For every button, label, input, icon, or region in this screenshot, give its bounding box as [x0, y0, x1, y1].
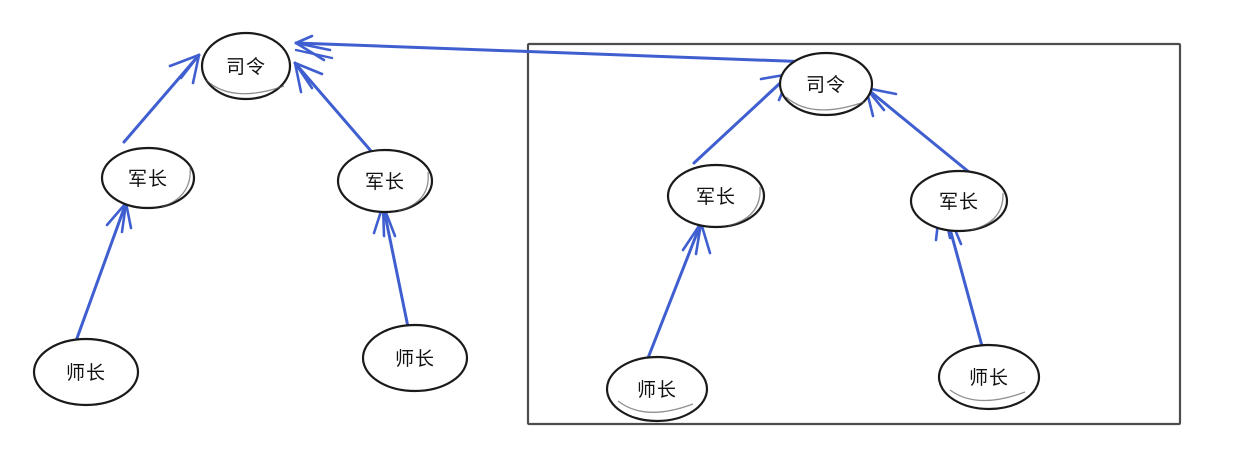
node-right-army-commander-2[interactable]: 军长 — [909, 169, 1009, 233]
node-right-commander-label: 司令 — [806, 74, 846, 96]
node-right-army-commander-1-label: 军长 — [696, 186, 736, 208]
node-left-commander[interactable]: 司令 — [200, 31, 292, 101]
node-right-division-commander-1[interactable]: 师长 — [605, 355, 709, 423]
node-right-army-commander-2-label: 军长 — [939, 191, 979, 213]
right-hierarchy-nodes: 司令 军长 军长 师长 师长 — [605, 51, 1041, 423]
node-left-division-commander-1-label: 师长 — [66, 362, 106, 384]
edge-cross-right-root-to-left-root — [294, 34, 814, 64]
node-left-division-commander-2[interactable]: 师长 — [361, 323, 469, 393]
node-left-army-commander-1[interactable]: 军长 — [100, 146, 196, 210]
node-right-division-commander-1-label: 师长 — [637, 379, 677, 401]
edge-left-div2-to-army2 — [372, 203, 410, 329]
node-right-division-commander-2[interactable]: 师长 — [937, 343, 1041, 411]
group-box-right-hierarchy — [526, 42, 1182, 426]
node-left-division-commander-1[interactable]: 师长 — [32, 337, 140, 407]
left-hierarchy-nodes: 司令 军长 军长 师长 师长 — [32, 31, 469, 407]
node-left-division-commander-2-label: 师长 — [395, 348, 435, 370]
edge-left-army2-to-root — [293, 61, 373, 153]
node-right-division-commander-2-label: 师长 — [969, 367, 1009, 389]
left-tree-edges — [70, 48, 410, 354]
node-right-army-commander-1[interactable]: 军长 — [666, 163, 766, 229]
edge-left-army1-to-root — [122, 53, 201, 144]
node-left-commander-label: 司令 — [226, 56, 266, 78]
node-left-army-commander-2[interactable]: 军长 — [336, 148, 434, 214]
edge-left-div1-to-army1 — [70, 201, 133, 354]
node-left-army-commander-1-label: 军长 — [128, 168, 168, 190]
node-right-commander[interactable]: 司令 — [778, 51, 874, 117]
edge-right-army2-to-root — [864, 86, 977, 179]
edge-right-army1-to-root — [692, 72, 792, 165]
node-left-army-commander-2-label: 军长 — [365, 171, 405, 193]
edge-right-div1-to-army1 — [646, 221, 712, 360]
